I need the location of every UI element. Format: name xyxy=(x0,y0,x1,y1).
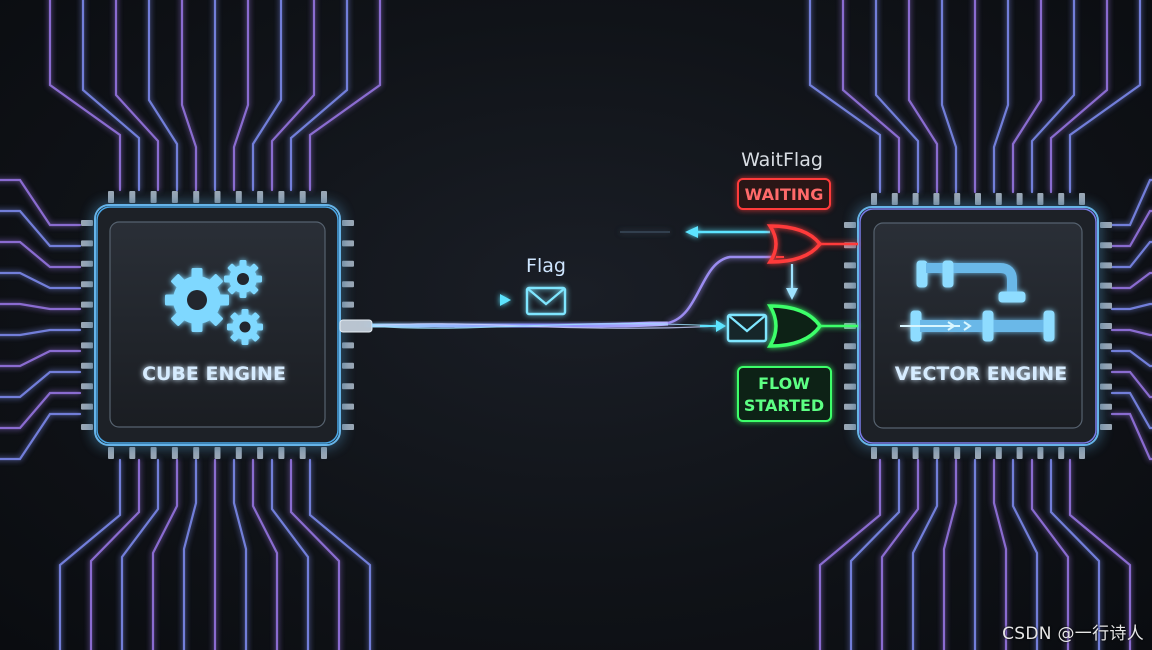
gate-link-arrow-icon xyxy=(786,264,798,300)
chip-pins xyxy=(81,191,1112,459)
flow-started-line2: STARTED xyxy=(744,396,824,415)
started-or-gate-icon xyxy=(766,304,858,348)
flag-signal-cable xyxy=(339,255,772,333)
watermark: CSDN @一行诗人 xyxy=(1002,624,1144,644)
flow-started-badge: FLOW STARTED xyxy=(737,366,832,422)
cube-engine-label: CUBE ENGINE xyxy=(142,363,286,385)
waitflag-label: WaitFlag xyxy=(741,149,823,171)
cube-engine-chip: CUBE ENGINE xyxy=(94,204,341,446)
vector-engine-label: VECTOR ENGINE xyxy=(895,363,1067,385)
pipes-icon xyxy=(900,260,1055,342)
flow-started-line1: FLOW xyxy=(758,374,810,393)
flag-arrow-icon xyxy=(408,294,511,306)
waiting-status-text: WAITING xyxy=(745,185,824,204)
gears-icon xyxy=(165,260,263,345)
flag-label: Flag xyxy=(526,255,566,277)
arrived-flag-envelope-icon xyxy=(700,313,768,343)
flag-envelope-icon xyxy=(525,286,567,316)
waiting-status-badge: WAITING xyxy=(737,178,831,210)
vector-engine-chip: VECTOR ENGINE xyxy=(857,206,1099,446)
waiting-or-gate-icon xyxy=(766,224,858,264)
waitflag-return-arrow-icon xyxy=(620,226,770,238)
